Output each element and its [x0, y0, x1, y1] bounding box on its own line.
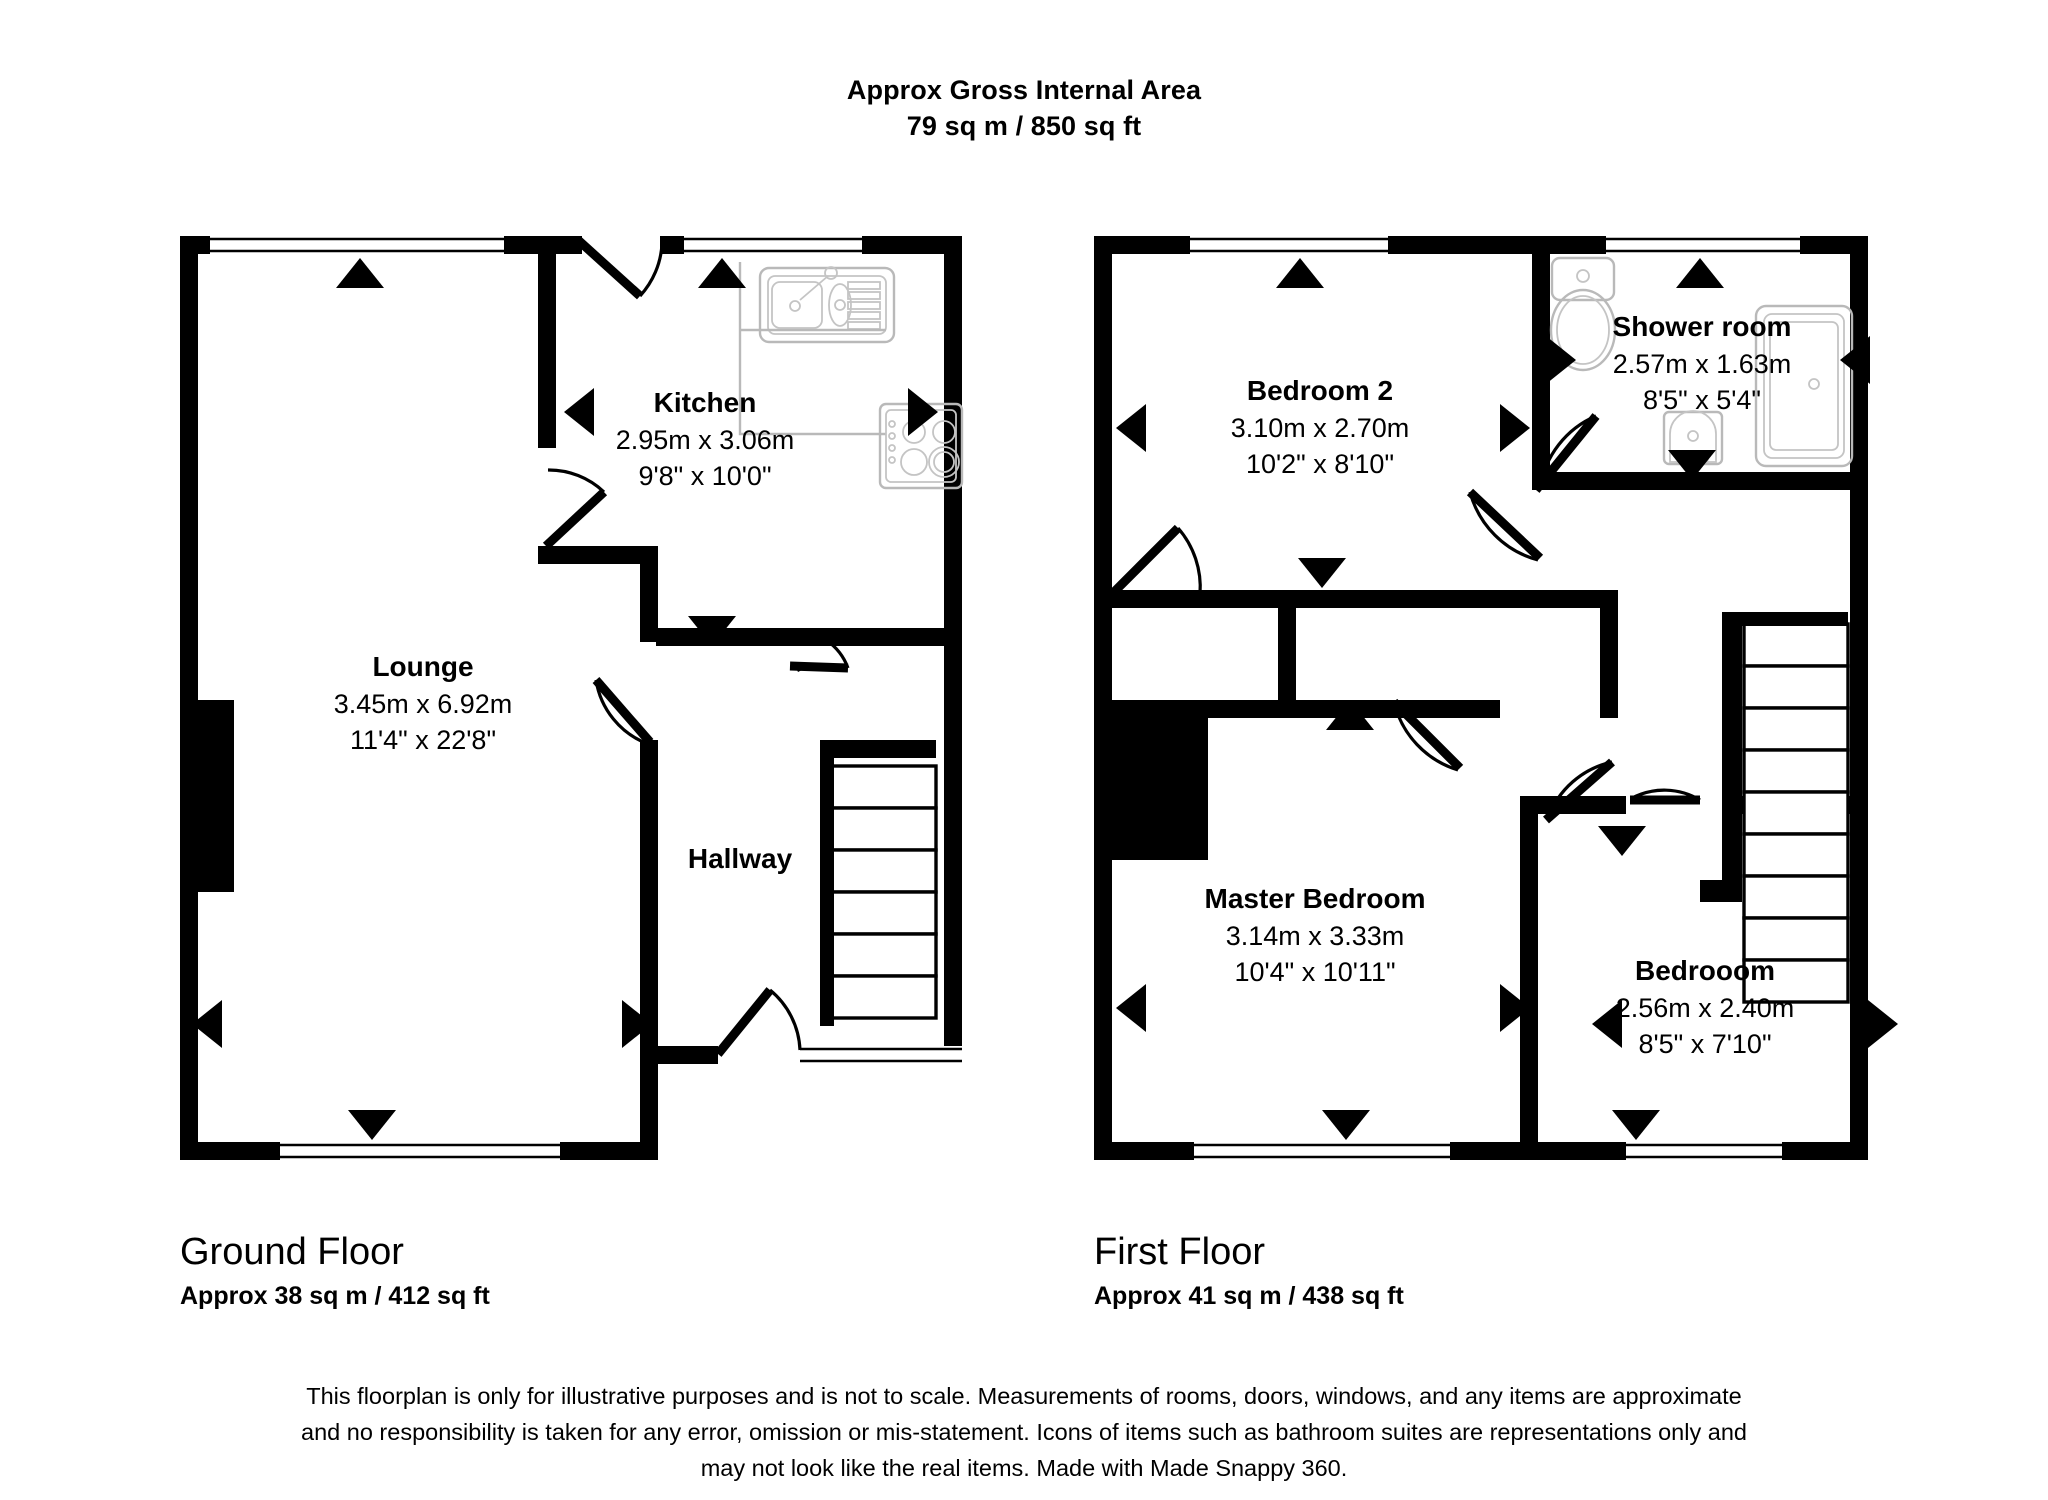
view-marker-left	[564, 388, 594, 436]
sink-icon	[758, 266, 896, 344]
view-marker-right	[622, 1000, 652, 1048]
door-kitchen-top	[574, 236, 664, 300]
view-marker-left	[1592, 1000, 1622, 1048]
first-floor-plan	[1094, 236, 1898, 1160]
view-marker-down	[1612, 1110, 1660, 1140]
door-shower-room	[1532, 413, 1600, 493]
door-lounge-hallway-lower	[592, 677, 654, 746]
window-lounge-bottom	[280, 1142, 560, 1160]
door-landing-left	[1108, 524, 1202, 598]
stairs-first	[1700, 612, 1850, 1004]
view-marker-left	[1116, 984, 1146, 1032]
window-master-bedroom-bottom	[1194, 1142, 1450, 1160]
ground-floor-plan	[180, 236, 964, 1160]
view-marker-left	[192, 1000, 222, 1048]
view-marker-up	[1276, 258, 1324, 288]
toilet-icon	[1549, 256, 1617, 372]
first-floor-doors	[1108, 413, 1701, 824]
view-marker-left-shower	[1546, 336, 1576, 384]
door-front-entrance	[714, 987, 802, 1057]
window-shower-room-top	[1606, 236, 1800, 254]
kitchen-counter-outline	[738, 262, 886, 436]
view-marker-down	[348, 1110, 396, 1140]
window-hallway-bottom	[800, 1046, 962, 1064]
door-bedroom3	[1630, 788, 1701, 805]
window-bedroom2-top	[1190, 236, 1388, 254]
door-landing-cupboard	[1390, 698, 1464, 772]
first-floor-view-markers	[1116, 258, 1898, 1140]
view-marker-down	[1322, 1110, 1370, 1140]
window-kitchen-top	[684, 236, 862, 254]
first-floor-chimney-breast	[1112, 702, 1208, 860]
view-marker-right	[1500, 404, 1530, 452]
shower-tray-icon	[1754, 304, 1854, 468]
first-floor-windows	[1190, 236, 1800, 1160]
view-marker-left	[1116, 404, 1146, 452]
door-master-bedroom	[1543, 758, 1615, 824]
view-marker-up	[1676, 258, 1724, 288]
door-bedroom2	[1466, 488, 1544, 562]
ground-floor-walls	[180, 236, 962, 1160]
view-marker-right	[1868, 1000, 1898, 1048]
view-marker-right	[908, 388, 938, 436]
door-lounge-hallway-upper	[542, 468, 608, 550]
ground-floor-windows	[210, 236, 962, 1160]
ground-floor-doors	[542, 236, 850, 1057]
door-hallway-understairs	[793, 661, 803, 673]
view-marker-up	[698, 258, 746, 288]
view-marker-down	[1298, 558, 1346, 588]
ground-floor-view-markers	[192, 258, 938, 1140]
stairs-ground	[820, 740, 938, 1026]
view-marker-down	[688, 616, 736, 646]
view-marker-up	[336, 258, 384, 288]
view-marker-shower-down	[1668, 450, 1716, 480]
view-marker-bedroom3	[1598, 826, 1646, 856]
view-marker-up	[1326, 700, 1374, 730]
window-lounge-top	[210, 236, 504, 254]
view-marker-right-shower	[1840, 336, 1870, 384]
lounge-chimney-breast	[180, 700, 234, 892]
window-bedroom3-bottom	[1626, 1142, 1782, 1160]
view-marker-right	[1500, 984, 1530, 1032]
